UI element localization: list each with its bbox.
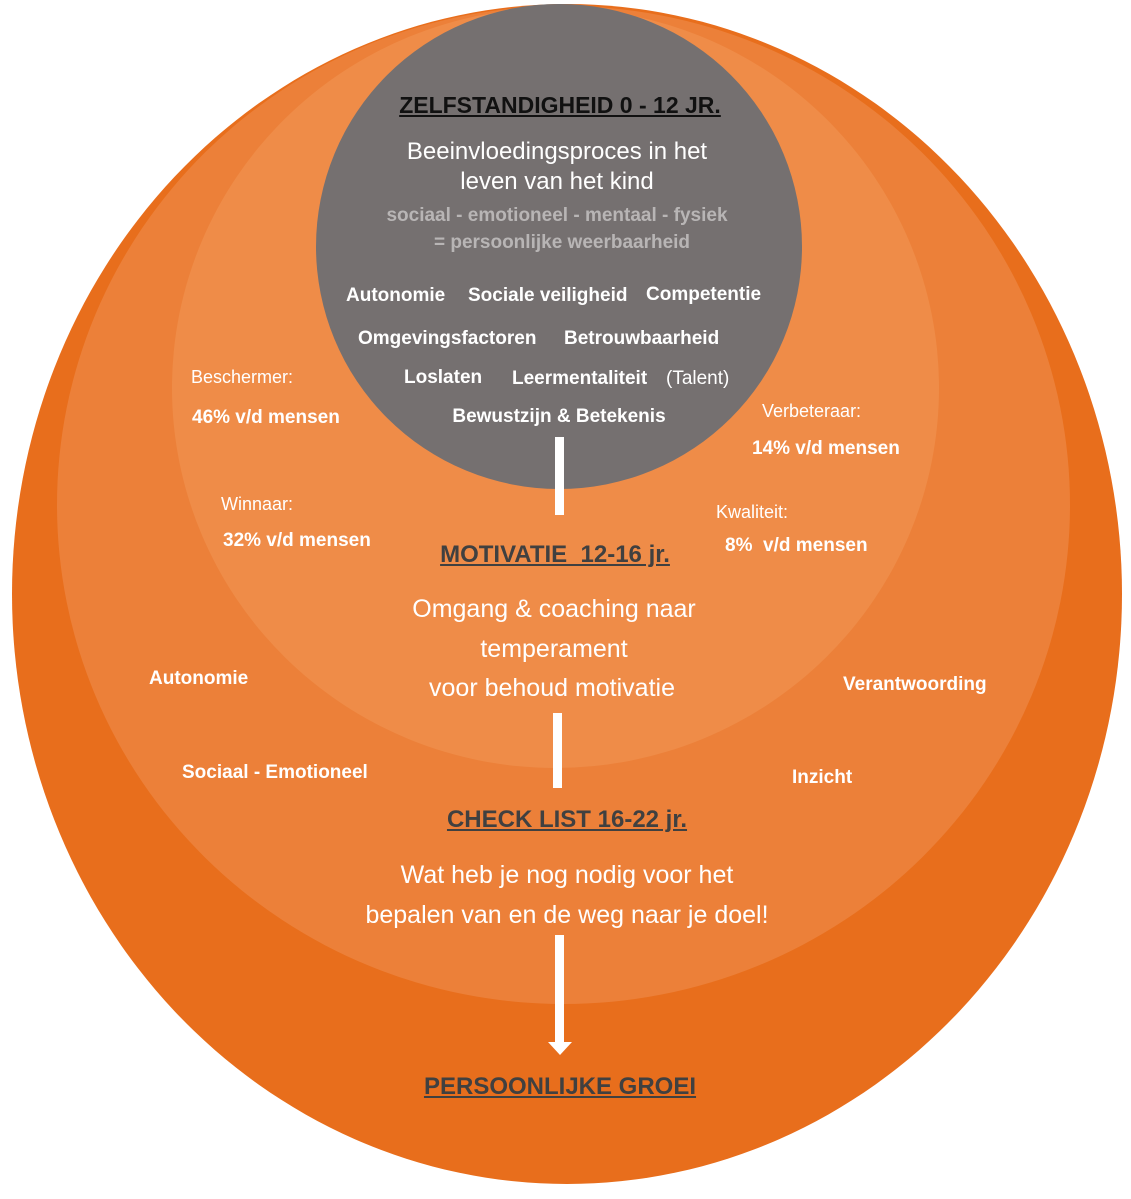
type-verbeteraar-pct: 14% v/d mensen bbox=[752, 438, 900, 459]
type-beschermer-pct: 46% v/d mensen bbox=[192, 407, 340, 428]
core-title: ZELFSTANDIGHEID 0 - 12 JR. bbox=[399, 92, 721, 118]
keyword-talent: (Talent) bbox=[666, 368, 730, 389]
checklist-line-1: Wat heb je nog nodig voor het bbox=[400, 861, 734, 889]
arrow-head-icon bbox=[548, 1042, 572, 1055]
type-kwaliteit-pct: 8% v/d mensen bbox=[725, 535, 868, 556]
ring-word-verantwoording: Verantwoording bbox=[843, 674, 987, 695]
connector-arrow-2 bbox=[553, 713, 562, 788]
keyword-autonomie: Autonomie bbox=[346, 285, 446, 306]
core-subtitle-2: leven van het kind bbox=[460, 168, 654, 195]
keyword-sociale-veiligheid: Sociale veiligheid bbox=[468, 285, 628, 306]
keyword-leermentaliteit: Leermentaliteit bbox=[512, 368, 648, 389]
type-kwaliteit-label: Kwaliteit: bbox=[716, 502, 789, 522]
type-winnaar-label: Winnaar: bbox=[221, 494, 294, 514]
motivation-title: MOTIVATIE 12-16 jr. bbox=[440, 541, 670, 568]
type-beschermer-label: Beschermer: bbox=[191, 367, 294, 387]
core-dimensions-2: = persoonlijke weerbaarheid bbox=[433, 232, 691, 253]
connector-arrow-1 bbox=[555, 437, 564, 515]
core-circle-independence bbox=[316, 4, 802, 489]
ring-word-inzicht: Inzicht bbox=[792, 767, 853, 788]
connector-arrow-3 bbox=[555, 935, 564, 1043]
motivation-line-1: Omgang & coaching naar bbox=[412, 595, 696, 623]
keyword-omgevingsfactoren: Omgevingsfactoren bbox=[358, 328, 537, 349]
keyword-bewustzijn: Bewustzijn & Betekenis bbox=[452, 406, 666, 427]
keyword-competentie: Competentie bbox=[646, 284, 762, 305]
core-dimensions-1: sociaal - emotioneel - mentaal - fysiek bbox=[386, 205, 728, 226]
ring-word-sociaal-emotioneel: Sociaal - Emotioneel bbox=[182, 762, 368, 783]
keyword-betrouwbaarheid: Betrouwbaarheid bbox=[564, 328, 720, 349]
type-winnaar-pct: 32% v/d mensen bbox=[223, 530, 371, 551]
type-verbeteraar-label: Verbeteraar: bbox=[762, 401, 862, 421]
checklist-title: CHECK LIST 16-22 jr. bbox=[446, 806, 688, 833]
ring-word-autonomie: Autonomie bbox=[149, 668, 249, 689]
motivation-line-2: temperament bbox=[480, 635, 628, 663]
growth-title: PERSOONLIJKE GROEI bbox=[423, 1073, 697, 1100]
core-subtitle-1: Beeinvloedingsproces in het bbox=[406, 138, 708, 165]
motivation-line-3: voor behoud motivatie bbox=[429, 674, 675, 702]
checklist-line-2: bepalen van en de weg naar je doel! bbox=[365, 901, 769, 929]
keyword-loslaten: Loslaten bbox=[404, 367, 483, 388]
